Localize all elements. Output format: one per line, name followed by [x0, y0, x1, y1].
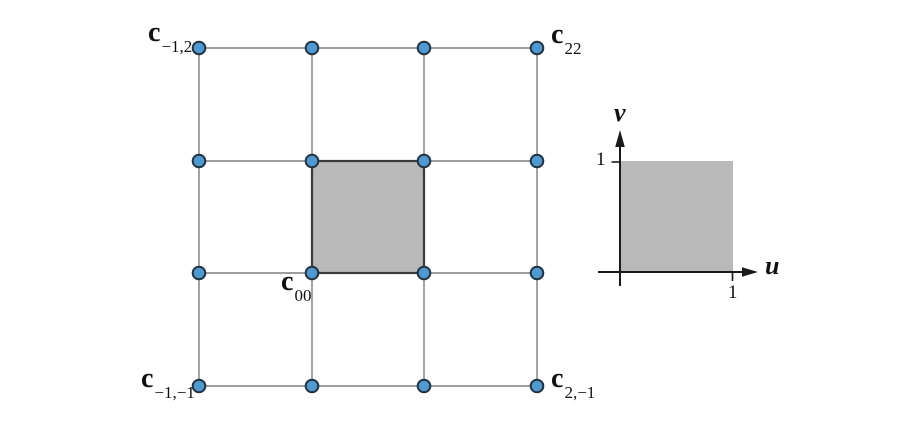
shaded-patch — [310, 159, 426, 275]
control-points — [191, 40, 545, 394]
label-subscript: −1,2 — [161, 37, 193, 56]
control-point-label-origin: c00 — [281, 266, 311, 305]
control-point — [529, 40, 545, 56]
control-point — [529, 378, 545, 394]
label-subscript: 00 — [294, 286, 312, 305]
label-base: c — [551, 363, 564, 394]
control-point — [416, 265, 432, 281]
control-point — [529, 153, 545, 169]
u-axis-tick-label: 1 — [728, 282, 738, 303]
control-point — [416, 40, 432, 56]
control-point — [191, 265, 207, 281]
control-point — [191, 378, 207, 394]
u-axis-arrowhead — [742, 267, 758, 277]
uv-plot — [598, 130, 758, 286]
uv-unit-square — [620, 161, 733, 272]
control-point — [529, 265, 545, 281]
label-subscript: 22 — [564, 39, 582, 58]
control-point — [416, 153, 432, 169]
label-subscript: 2,−1 — [564, 383, 596, 402]
control-point-label-bottom-left: c−1,−1 — [141, 363, 195, 402]
label-base: c — [141, 363, 154, 394]
control-point — [191, 153, 207, 169]
label-base: c — [551, 19, 564, 50]
control-point-label-top-left: c−1,2 — [148, 17, 192, 56]
control-point — [191, 40, 207, 56]
control-point — [304, 265, 320, 281]
v-axis-arrowhead — [615, 130, 625, 147]
control-point — [304, 40, 320, 56]
control-point — [304, 153, 320, 169]
label-base: c — [281, 266, 294, 297]
control-point-label-bottom-right: c2,−1 — [551, 363, 595, 402]
label-subscript: −1,−1 — [154, 383, 195, 402]
label-base: c — [148, 17, 161, 48]
v-axis-tick-label: 1 — [596, 149, 606, 170]
v-axis-label: v — [614, 98, 626, 127]
control-point — [304, 378, 320, 394]
control-point-label-top-right: c22 — [551, 19, 581, 58]
control-point — [416, 378, 432, 394]
u-axis-label: u — [765, 251, 780, 280]
